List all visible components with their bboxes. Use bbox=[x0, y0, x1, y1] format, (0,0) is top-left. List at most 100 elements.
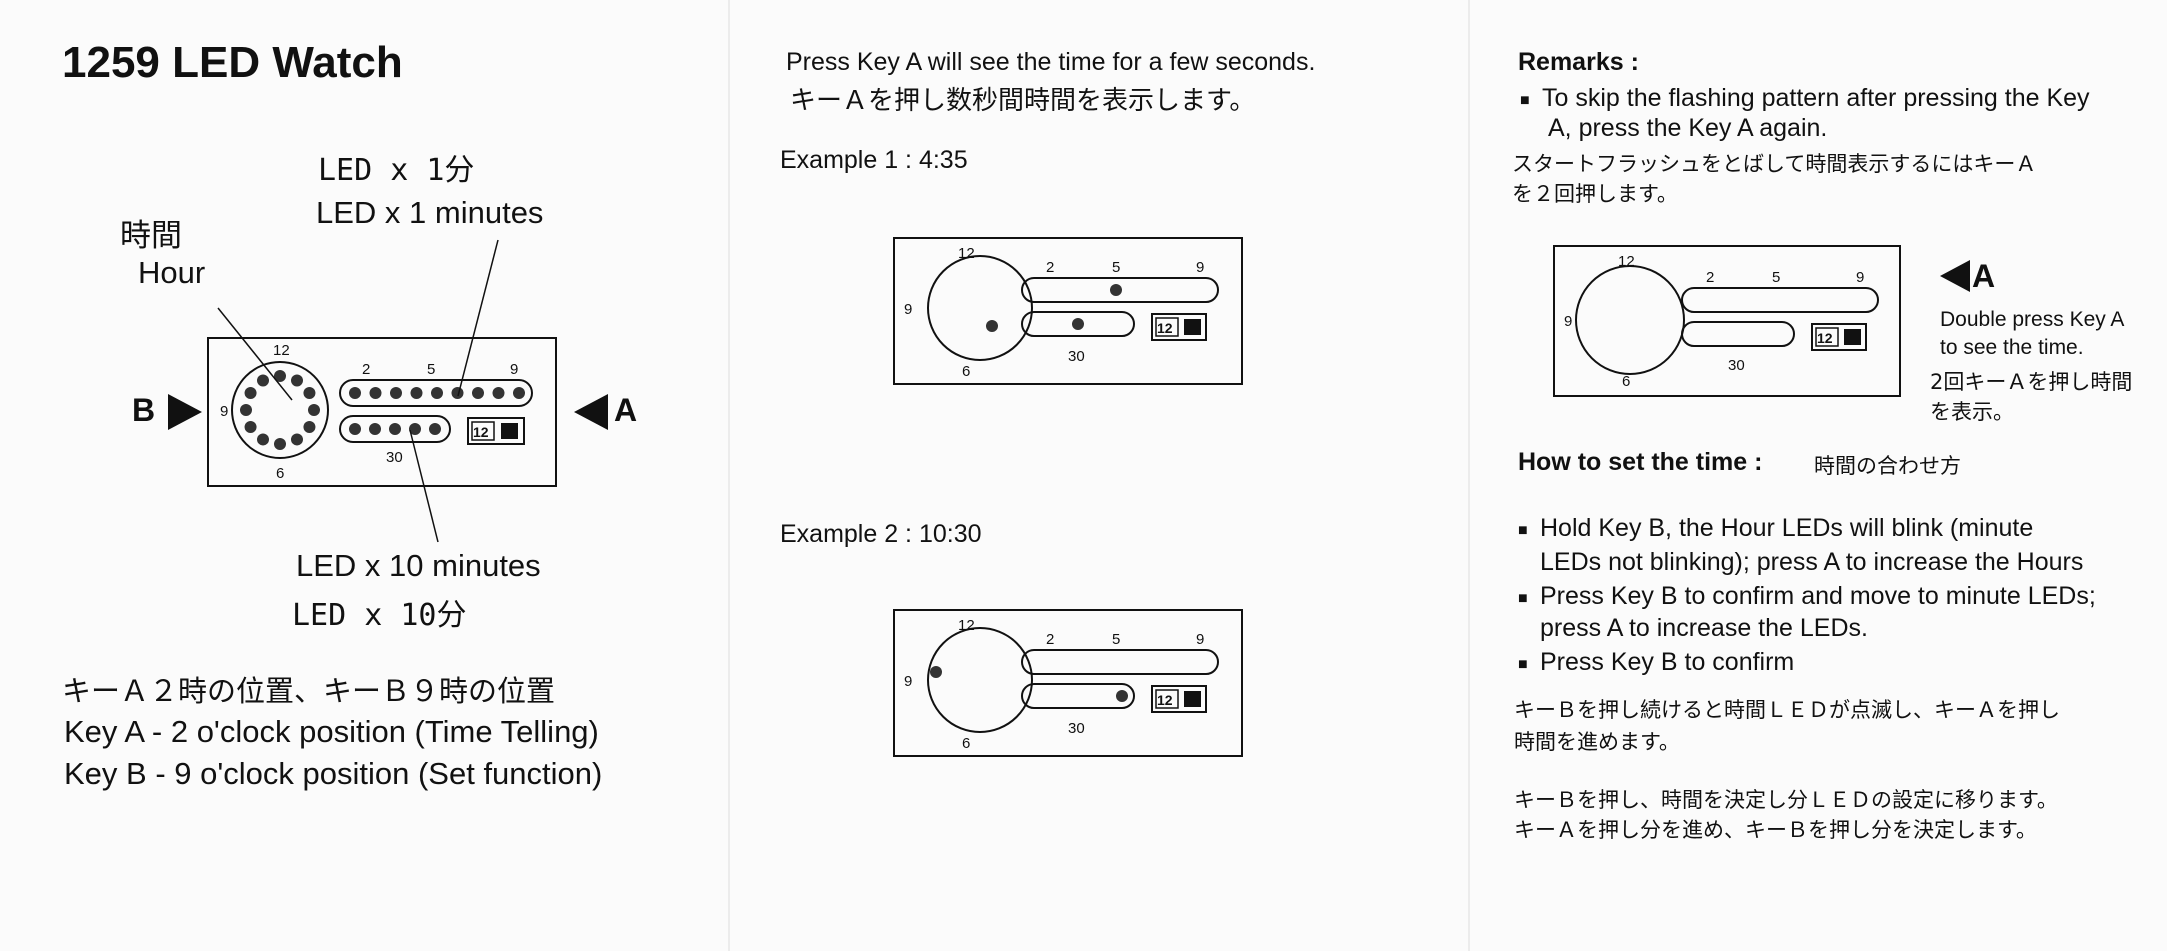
how-to-set-heading: How to set the time : bbox=[1518, 448, 1763, 476]
svg-text:12: 12 bbox=[473, 424, 489, 440]
watch-diagram-remark: 12 9 6 2 5 9 30 12 bbox=[1553, 245, 1901, 397]
svg-text:30: 30 bbox=[1068, 720, 1085, 737]
jp-paragraph-1-line-2: 時間を進めます。 bbox=[1514, 730, 1680, 754]
led-dot-icon bbox=[244, 421, 257, 433]
led-1min-jp-label: LED x 1分 bbox=[318, 153, 475, 188]
triangle-left-icon bbox=[1940, 260, 1970, 292]
led-dot-icon bbox=[240, 404, 252, 416]
minute-leds-1 bbox=[349, 387, 525, 399]
svg-text:12: 12 bbox=[958, 617, 975, 634]
svg-text:12: 12 bbox=[1618, 253, 1635, 270]
led-dot-icon bbox=[257, 433, 269, 446]
double-press-jp-1: 2回キーＡを押し時間 bbox=[1930, 370, 2133, 394]
svg-text:2: 2 bbox=[1046, 631, 1054, 648]
svg-text:9: 9 bbox=[1196, 259, 1204, 276]
led-dot-icon bbox=[431, 387, 443, 399]
fold-line-left bbox=[728, 0, 730, 951]
watch-logo-icon: 12 bbox=[1151, 313, 1207, 341]
svg-text:12: 12 bbox=[1157, 692, 1173, 708]
bullet-icon: ■ bbox=[1518, 656, 1528, 673]
svg-text:9: 9 bbox=[904, 673, 912, 690]
dial-12: 12 bbox=[273, 342, 290, 359]
svg-text:9: 9 bbox=[1196, 631, 1204, 648]
page-title: 1259 LED Watch bbox=[62, 38, 403, 87]
triangle-left-icon bbox=[574, 394, 608, 430]
svg-text:5: 5 bbox=[1112, 259, 1120, 276]
led-dot-icon bbox=[349, 423, 361, 435]
pointer-lines bbox=[217, 239, 499, 543]
bullet-icon: ■ bbox=[1518, 522, 1528, 539]
step-2-line-2: press A to increase the LEDs. bbox=[1540, 614, 1868, 642]
led-dot-icon bbox=[472, 387, 484, 399]
led-dot-icon bbox=[369, 423, 381, 435]
svg-text:9: 9 bbox=[904, 301, 912, 318]
watch-diagram-example-1: 12 9 6 2 5 9 30 12 bbox=[893, 237, 1243, 385]
svg-text:12: 12 bbox=[1157, 320, 1173, 336]
led-dot-icon bbox=[291, 433, 303, 446]
svg-text:30: 30 bbox=[1728, 357, 1745, 374]
svg-text:30: 30 bbox=[1068, 348, 1085, 365]
double-press-en-1: Double press Key A bbox=[1940, 308, 2125, 331]
minute-bar-1 bbox=[339, 379, 533, 407]
dial-6: 6 bbox=[276, 465, 284, 482]
watch-logo-icon: 12 bbox=[1151, 685, 1207, 713]
jp-paragraph-2-line-1: キーＢを押し、時間を決定し分ＬＥＤの設定に移ります。 bbox=[1514, 788, 2058, 812]
svg-text:9: 9 bbox=[1564, 313, 1572, 330]
svg-text:2: 2 bbox=[1706, 269, 1714, 286]
remark-en-line-1: To skip the flashing pattern after press… bbox=[1542, 84, 2090, 112]
remark-en-line-2: A, press the Key A again. bbox=[1548, 114, 1828, 142]
led-dot-icon bbox=[1072, 318, 1084, 330]
svg-text:6: 6 bbox=[962, 735, 970, 752]
triangle-right-icon bbox=[168, 394, 202, 430]
key-b-label: B bbox=[132, 392, 156, 428]
bar-label-9: 9 bbox=[510, 361, 518, 378]
double-press-en-2: to see the time. bbox=[1940, 336, 2084, 359]
bar-label-30: 30 bbox=[386, 449, 403, 466]
led-dot-icon bbox=[492, 387, 505, 399]
svg-text:5: 5 bbox=[1112, 631, 1120, 648]
led-dot-icon bbox=[389, 423, 401, 435]
led-dot-icon bbox=[274, 438, 286, 450]
watch-logo-icon: 12 bbox=[1811, 323, 1867, 351]
minute-leds-10 bbox=[349, 423, 441, 435]
led-dot-icon bbox=[349, 387, 361, 399]
press-key-a-jp: キーＡを押し数秒間時間を表示します。 bbox=[790, 86, 1256, 116]
led-dot-icon bbox=[451, 387, 464, 399]
svg-text:2: 2 bbox=[1046, 259, 1054, 276]
hour-ring bbox=[231, 361, 329, 459]
bullet-icon: ■ bbox=[1518, 590, 1528, 607]
watch-diagram-main: 12 9 6 2 5 9 30 12 bbox=[207, 337, 557, 487]
led-dot-icon bbox=[274, 370, 286, 382]
led-dot-icon bbox=[513, 387, 525, 399]
example-2-label: Example 2 : 10:30 bbox=[780, 520, 982, 548]
led-dot-icon bbox=[986, 320, 998, 332]
led-dot-icon bbox=[410, 387, 423, 399]
led-dot-icon bbox=[303, 421, 316, 433]
led-dot-icon bbox=[369, 387, 382, 399]
minute-bar-10 bbox=[339, 415, 451, 443]
watch-diagram-example-2: 12 9 6 2 5 9 30 12 bbox=[893, 609, 1243, 757]
led-dot-icon bbox=[1116, 690, 1128, 702]
hour-jp-label: 時間 bbox=[120, 218, 182, 254]
hour-en-label: Hour bbox=[138, 255, 206, 290]
remark-jp-line-2: を２回押します。 bbox=[1512, 182, 1678, 206]
svg-text:5: 5 bbox=[1772, 269, 1780, 286]
example-1-label: Example 1 : 4:35 bbox=[780, 146, 968, 174]
watch-face-frame bbox=[207, 337, 557, 487]
step-2-line-1: Press Key B to confirm and move to minut… bbox=[1540, 582, 2096, 610]
step-3-line-1: Press Key B to confirm bbox=[1540, 648, 1795, 676]
step-1-line-1: Hold Key B, the Hour LEDs will blink (mi… bbox=[1540, 514, 2034, 542]
led-dot-icon bbox=[244, 387, 257, 399]
led-dot-icon bbox=[257, 374, 269, 387]
led-10min-en-label: LED x 10 minutes bbox=[296, 548, 541, 583]
jp-paragraph-2-line-2: キーＡを押し分を進め、キーＢを押し分を決定します。 bbox=[1514, 818, 2037, 842]
watch-logo-icon: 12 bbox=[467, 417, 525, 445]
remark-jp-line-1: スタートフラッシュをとばして時間表示するにはキーＡ bbox=[1512, 152, 2037, 176]
led-dot-icon bbox=[303, 387, 316, 399]
how-to-set-jp: 時間の合わせ方 bbox=[1814, 454, 1961, 478]
led-dot-icon bbox=[409, 423, 421, 435]
dial-9: 9 bbox=[220, 403, 228, 420]
led-dot-icon bbox=[291, 374, 303, 387]
led-dot-icon bbox=[308, 404, 320, 416]
svg-text:12: 12 bbox=[1817, 330, 1833, 346]
